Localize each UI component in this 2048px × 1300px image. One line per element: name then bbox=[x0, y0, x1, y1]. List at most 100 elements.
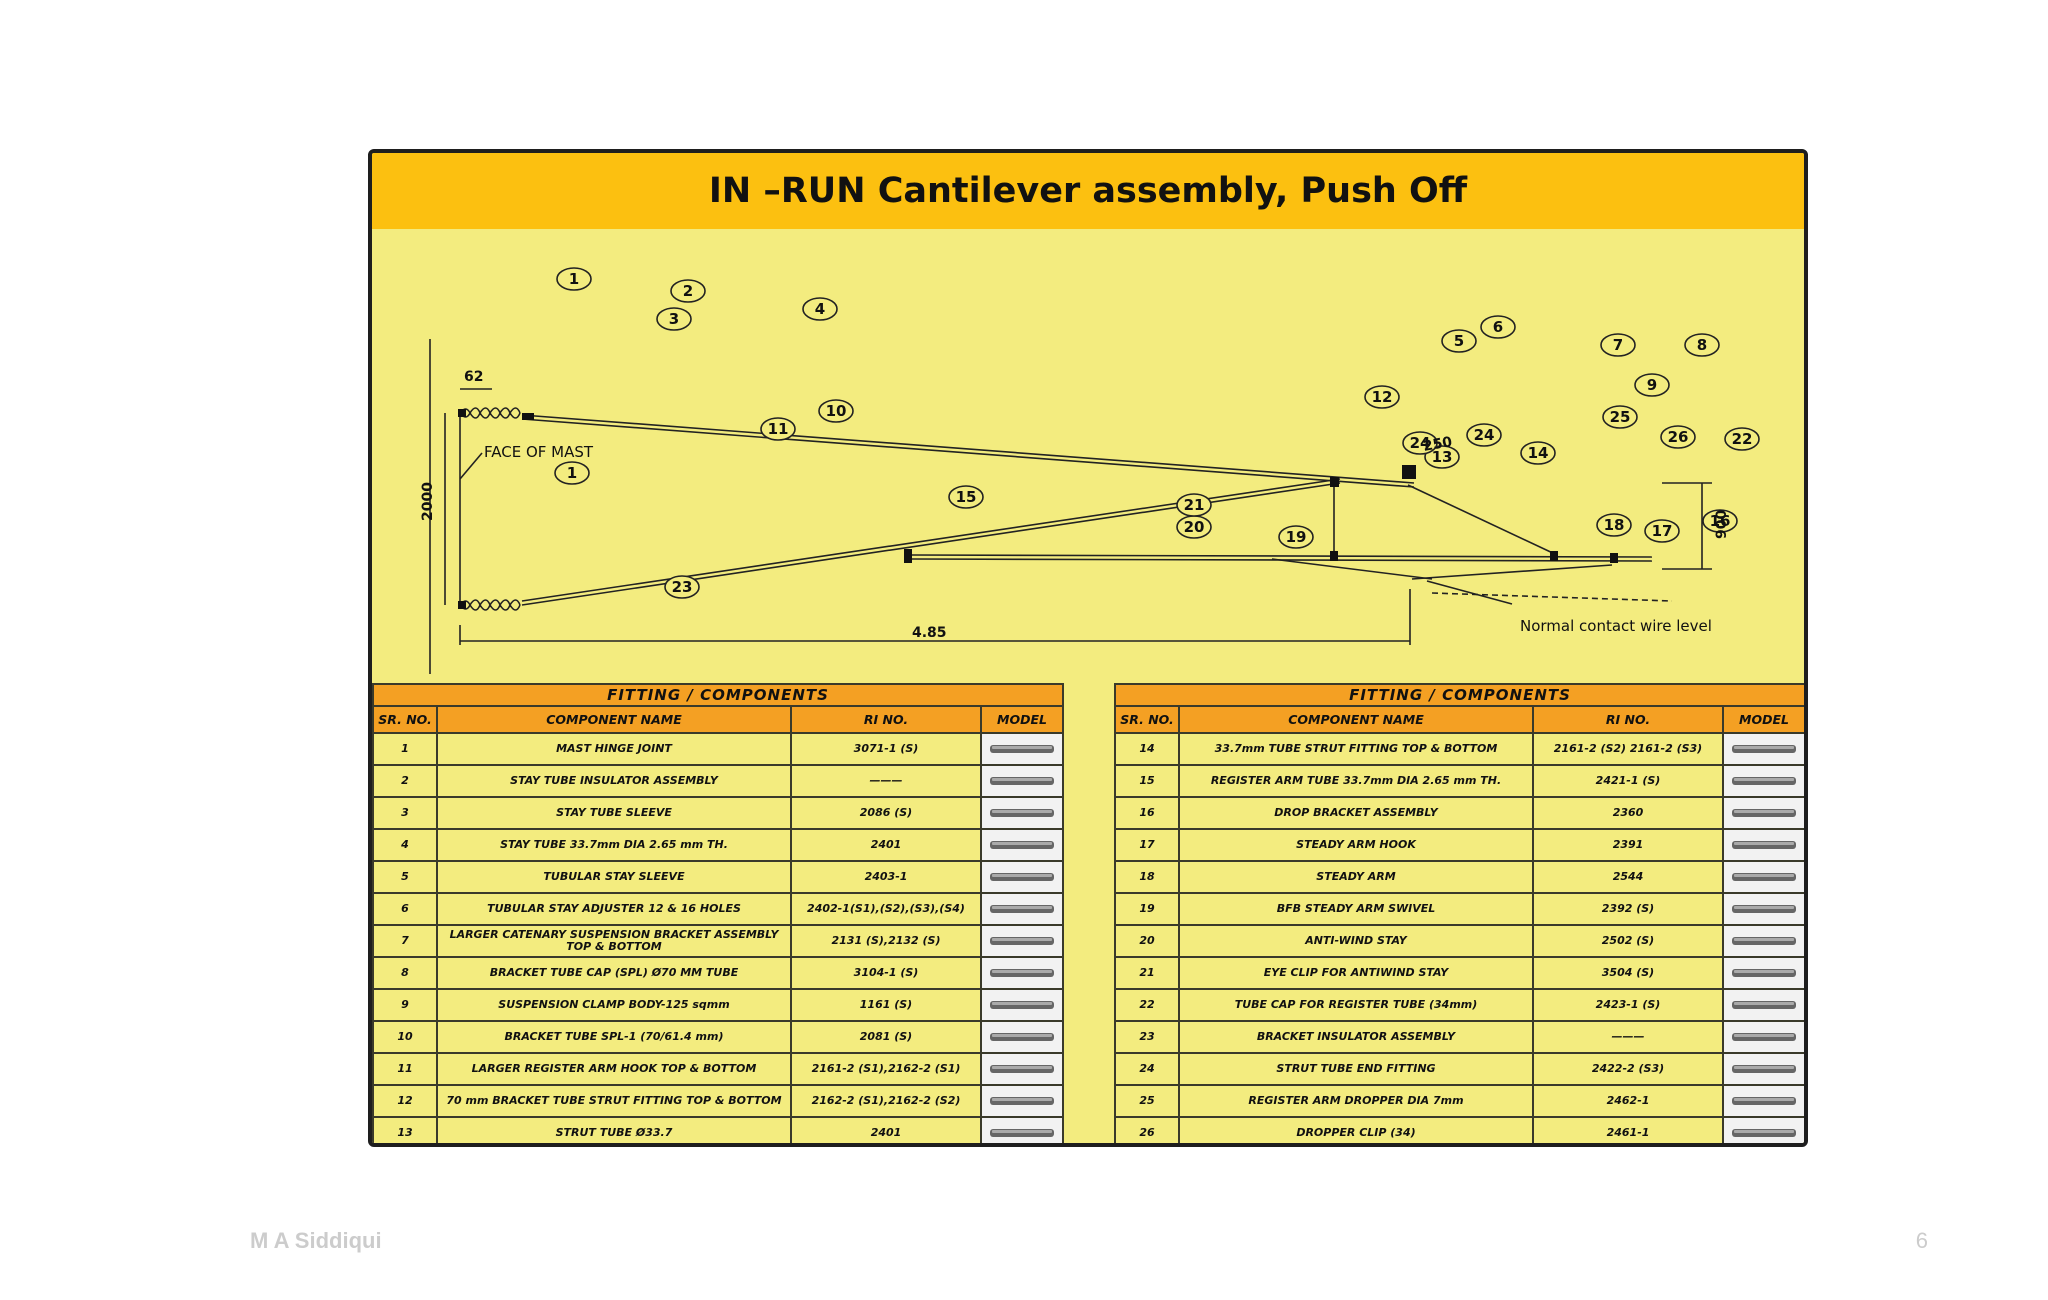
ri-number-cell: 3104-1 (S) bbox=[790, 956, 982, 990]
model-image bbox=[979, 828, 1065, 862]
sr-cell: 16 bbox=[1114, 796, 1180, 830]
callout-14: 14 bbox=[1520, 441, 1556, 465]
component-name-cell: BRACKET INSULATOR ASSEMBLY bbox=[1178, 1020, 1534, 1054]
face-of-mast-label: FACE OF MAST bbox=[484, 443, 594, 461]
sr-cell: 15 bbox=[1114, 764, 1180, 798]
col-sr: SR. NO. bbox=[372, 705, 438, 734]
component-name-cell: STEADY ARM HOOK bbox=[1178, 828, 1534, 862]
callout-8: 8 bbox=[1684, 333, 1720, 357]
table-caption: FITTING / COMPONENTS bbox=[372, 683, 1065, 707]
sr-cell: 19 bbox=[1114, 892, 1180, 926]
callout-label: 13 bbox=[1432, 448, 1453, 466]
callout-12: 12 bbox=[1364, 385, 1400, 409]
sr-cell: 7 bbox=[372, 924, 438, 958]
component-name-cell: STAY TUBE SLEEVE bbox=[436, 796, 792, 830]
ri-number-cell: ——— bbox=[1532, 1020, 1724, 1054]
callout-16: 16 bbox=[1702, 509, 1738, 533]
callout-2: 2 bbox=[670, 279, 706, 303]
component-name-cell: REGISTER ARM DROPPER DIA 7mm bbox=[1178, 1084, 1534, 1118]
ri-number-cell: 2131 (S),2132 (S) bbox=[790, 924, 982, 958]
callout-22: 22 bbox=[1724, 427, 1760, 451]
sr-cell: 3 bbox=[372, 796, 438, 830]
dim-250: 250 bbox=[1422, 434, 1454, 455]
ri-number-cell: 2401 bbox=[790, 1116, 982, 1143]
component-name-cell: ANTI-WIND STAY bbox=[1178, 924, 1534, 958]
ri-number-cell: 2544 bbox=[1532, 860, 1724, 894]
contact-wire-label: Normal contact wire level bbox=[1520, 617, 1712, 635]
ri-number-cell: 2401 bbox=[790, 828, 982, 862]
model-image bbox=[979, 732, 1065, 766]
callout-label: 11 bbox=[768, 420, 789, 438]
footer-author: M A Siddiqui bbox=[250, 1228, 382, 1253]
callout-label: 18 bbox=[1604, 516, 1625, 534]
dim-2000: 2000 bbox=[420, 482, 436, 521]
callout-18: 18 bbox=[1596, 513, 1632, 537]
ri-number-cell: 1161 (S) bbox=[790, 988, 982, 1022]
callout-label: 20 bbox=[1184, 518, 1205, 536]
ri-number-cell: 2360 bbox=[1532, 796, 1724, 830]
col-name: COMPONENT NAME bbox=[1178, 705, 1534, 734]
sr-cell: 24 bbox=[1114, 1052, 1180, 1086]
model-image bbox=[979, 860, 1065, 894]
components-table-left: FITTING / COMPONENTS SR. NO. COMPONENT N… bbox=[372, 683, 1065, 1143]
callout-24: 24 bbox=[1402, 431, 1438, 455]
callout-label: 14 bbox=[1528, 444, 1549, 462]
sr-cell: 10 bbox=[372, 1020, 438, 1054]
page-number: 6 bbox=[1915, 1228, 1928, 1253]
sr-cell: 26 bbox=[1114, 1116, 1180, 1143]
callout-label: 3 bbox=[669, 310, 679, 328]
model-image bbox=[979, 1116, 1065, 1143]
component-name-cell: STRUT TUBE Ø33.7 bbox=[436, 1116, 792, 1143]
dim-900: 900 bbox=[1714, 510, 1730, 539]
col-model: MODEL bbox=[1721, 705, 1804, 734]
callout-23: 23 bbox=[664, 575, 700, 599]
component-name-cell: REGISTER ARM TUBE 33.7mm DIA 2.65 mm TH. bbox=[1178, 764, 1534, 798]
sr-cell: 12 bbox=[372, 1084, 438, 1118]
callout-label: 24 bbox=[1410, 434, 1431, 452]
component-name-cell: BRACKET TUBE SPL-1 (70/61.4 mm) bbox=[436, 1020, 792, 1054]
ri-number-cell: 2461-1 bbox=[1532, 1116, 1724, 1143]
callout-label: 1 bbox=[567, 464, 577, 482]
component-name-cell: MAST HINGE JOINT bbox=[436, 732, 792, 766]
callout-1: 1 bbox=[556, 267, 592, 291]
model-image bbox=[979, 956, 1065, 990]
callout-label: 8 bbox=[1697, 336, 1707, 354]
component-name-cell: STAY TUBE 33.7mm DIA 2.65 mm TH. bbox=[436, 828, 792, 862]
callout-13: 13 bbox=[1424, 445, 1460, 469]
sr-cell: 9 bbox=[372, 988, 438, 1022]
callout-1: 1 bbox=[554, 461, 590, 485]
sr-cell: 11 bbox=[372, 1052, 438, 1086]
ri-number-cell: 2086 (S) bbox=[790, 796, 982, 830]
model-image bbox=[1721, 892, 1804, 926]
model-image bbox=[1721, 988, 1804, 1022]
callout-11: 11 bbox=[760, 417, 796, 441]
callout-20: 20 bbox=[1176, 515, 1212, 539]
callout-10: 10 bbox=[818, 399, 854, 423]
col-ri: RI NO. bbox=[1532, 705, 1724, 734]
sr-cell: 8 bbox=[372, 956, 438, 990]
callout-label: 23 bbox=[672, 578, 693, 596]
dim-485: 4.85 bbox=[912, 625, 947, 641]
model-image bbox=[1721, 1052, 1804, 1086]
callout-3: 3 bbox=[656, 307, 692, 331]
callout-label: 9 bbox=[1647, 376, 1657, 394]
model-image bbox=[1721, 860, 1804, 894]
callout-label: 15 bbox=[956, 488, 977, 506]
component-name-cell: 33.7mm TUBE STRUT FITTING TOP & BOTTOM bbox=[1178, 732, 1534, 766]
callout-15: 15 bbox=[948, 485, 984, 509]
sr-cell: 21 bbox=[1114, 956, 1180, 990]
